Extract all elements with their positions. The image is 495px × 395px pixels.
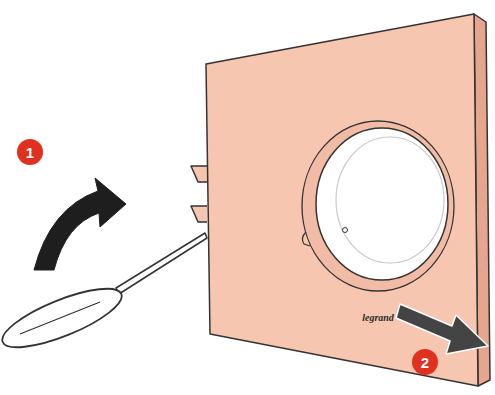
knob-face bbox=[336, 137, 444, 263]
brand-logo: legrand bbox=[362, 313, 394, 323]
screwdriver-shaft bbox=[116, 233, 207, 294]
callout-circle bbox=[17, 139, 43, 165]
pull-arrow bbox=[396, 304, 488, 354]
screwdriver-handle bbox=[0, 277, 128, 358]
handle-groove bbox=[20, 302, 100, 334]
plate-clip bbox=[191, 206, 207, 222]
plate-clip bbox=[191, 166, 207, 182]
knob-indicator bbox=[343, 228, 348, 233]
callout-number: 1 bbox=[26, 145, 34, 160]
rotate-arrow bbox=[34, 178, 126, 270]
callout-circle bbox=[412, 349, 438, 375]
knob-base bbox=[302, 121, 454, 291]
knob-notch bbox=[302, 232, 310, 246]
callout-number: 2 bbox=[421, 355, 429, 370]
knob-ring bbox=[316, 128, 448, 280]
